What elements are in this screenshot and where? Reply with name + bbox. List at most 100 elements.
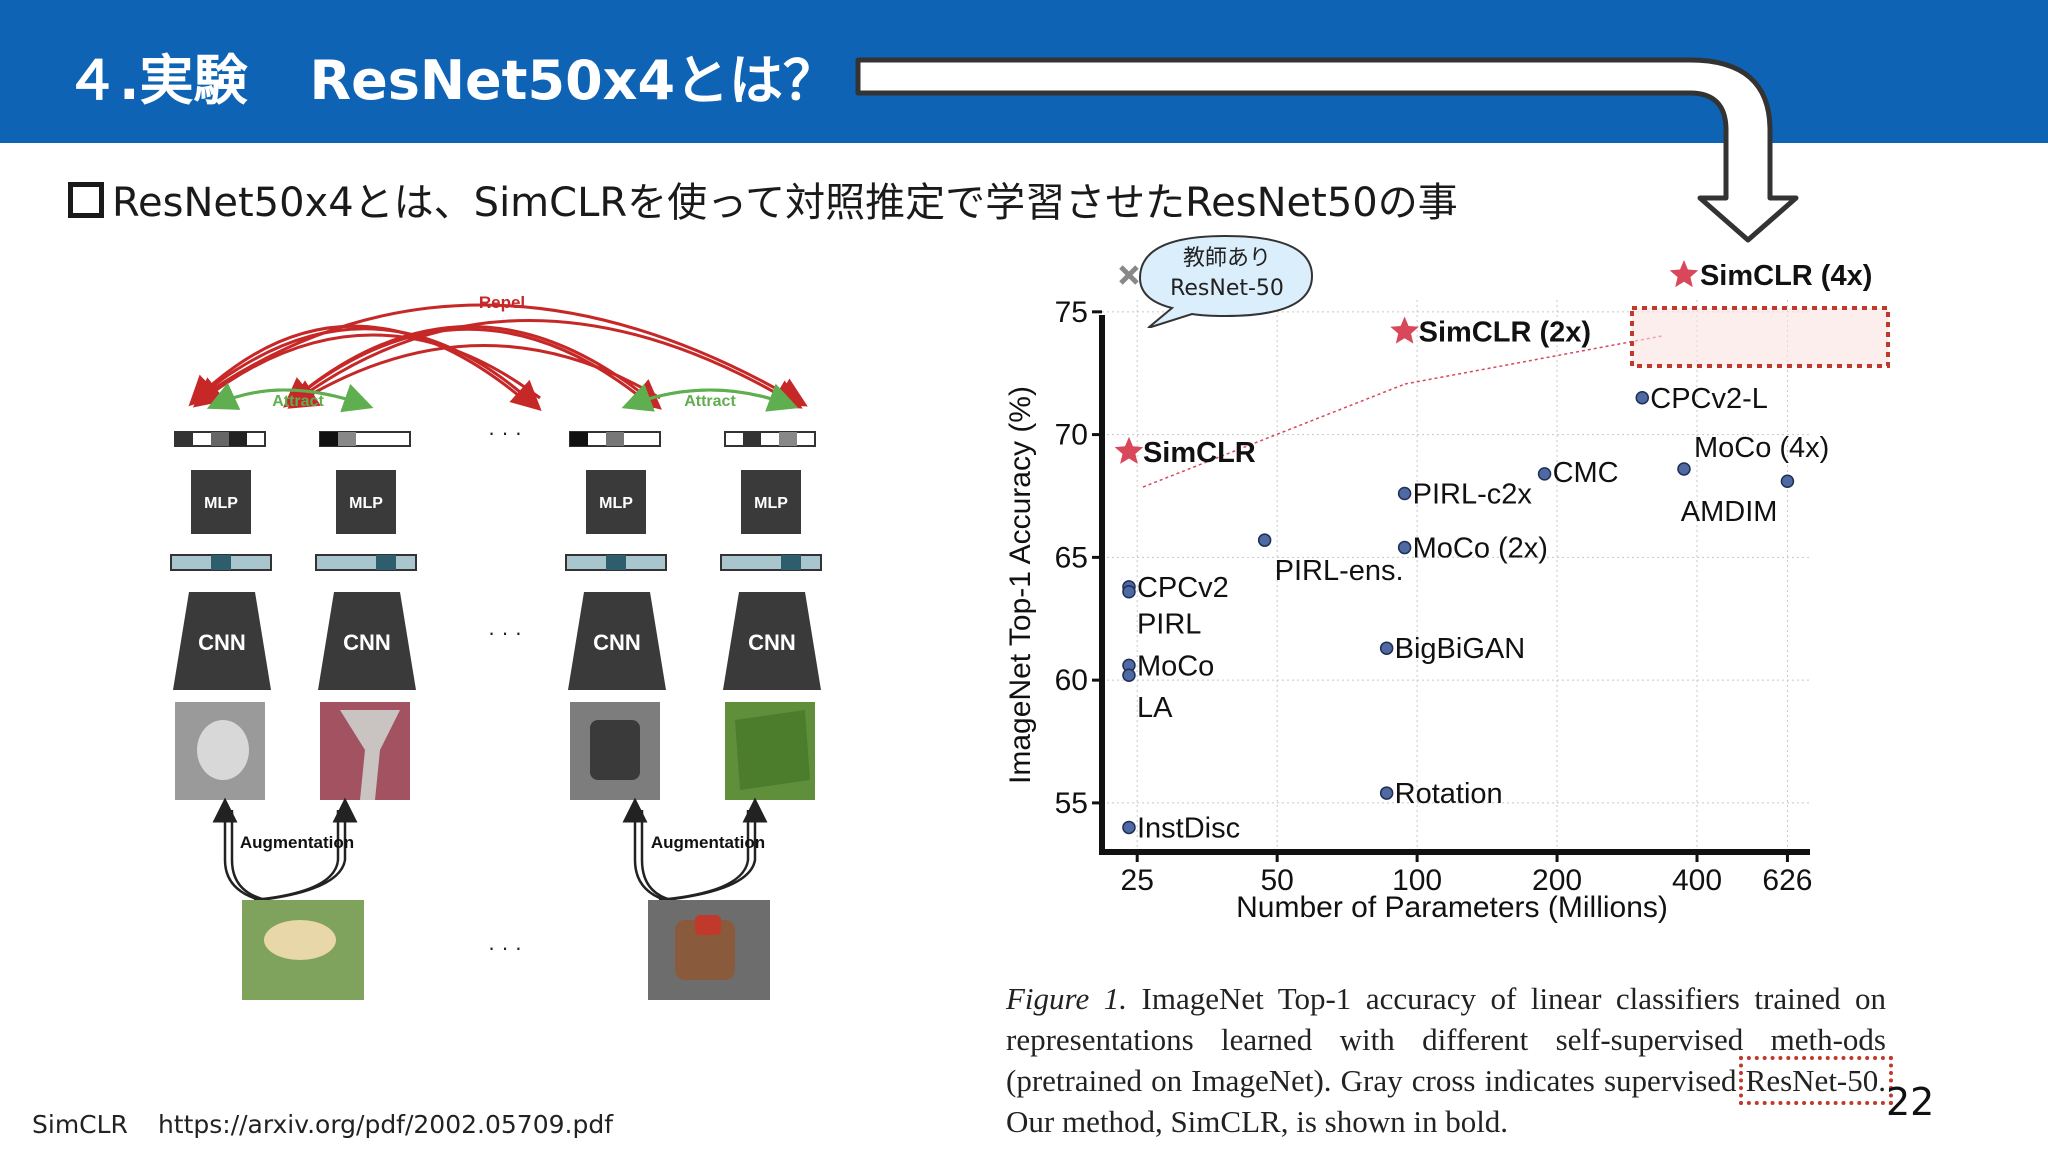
mlp-block	[336, 470, 396, 534]
source-url[interactable]: https://arxiv.org/pdf/2002.05709.pdf	[157, 1110, 613, 1139]
repel-arcs	[188, 303, 808, 412]
point-bigbigan-marker	[1379, 641, 1394, 655]
svg-text:MLP: MLP	[599, 495, 633, 512]
attract-label-left: Attract	[272, 393, 324, 410]
point-amdim-label: AMDIM	[1681, 496, 1778, 528]
x-tick-label: 50	[1260, 864, 1293, 897]
repel-label: Repel	[479, 293, 525, 312]
x-tick-label: 200	[1532, 864, 1582, 897]
point-cmc-label: CMC	[1553, 457, 1619, 489]
highlight-box-simclr-4x	[1630, 306, 1890, 368]
square-bullet-icon	[68, 182, 104, 218]
mlp-block	[741, 470, 801, 534]
callout-line-1: 教師あり	[1182, 246, 1271, 271]
section-number: ４.	[65, 49, 140, 112]
point-pirl-ens-label: PIRL-ens.	[1275, 555, 1404, 587]
svg-text:CNN: CNN	[343, 630, 391, 655]
point-pirl-c2x-marker	[1397, 486, 1412, 501]
branch-1: MLP CNN	[170, 431, 272, 800]
point-moco-4x-label: MoCo (4x)	[1694, 432, 1829, 464]
ellipsis-mid: · · ·	[488, 620, 522, 645]
point-simclr-4x-marker	[1669, 260, 1699, 288]
ellipsis-top: · · ·	[488, 420, 522, 445]
svg-text:MLP: MLP	[204, 495, 238, 512]
mlp-block	[191, 470, 251, 534]
point-bigbigan-label: BigBiGAN	[1395, 633, 1526, 665]
x-axis-label: Number of Parameters (Millions)	[1236, 891, 1668, 924]
branch-3: MLP CNN	[565, 431, 667, 800]
y-axis-label: ImageNet Top-1 Accuracy (%)	[1004, 386, 1037, 784]
svg-text:CNN: CNN	[748, 630, 796, 655]
branch-2: MLP CNN	[315, 431, 417, 800]
y-tick-label: 75	[1055, 296, 1088, 329]
point-pirl-ens-marker	[1257, 533, 1272, 547]
cnn-block	[568, 592, 666, 690]
svg-text:CNN: CNN	[593, 630, 641, 655]
mlp-block	[586, 470, 646, 534]
x-tick-label: 25	[1121, 864, 1154, 897]
point-cpcv2-label: CPCv2	[1137, 572, 1229, 604]
point-simclr-label: SimCLR	[1143, 437, 1256, 469]
augmentation-label-left: Augmentation	[240, 833, 354, 852]
y-tick-label: 65	[1055, 541, 1088, 574]
cnn-block	[318, 592, 416, 690]
point-la-label: LA	[1137, 692, 1173, 724]
simclr-trend-line	[1142, 383, 1406, 488]
point-moco-2x-marker	[1397, 540, 1412, 555]
topic-title: ResNet50x4とは？	[309, 49, 838, 112]
point-moco-4x-marker	[1677, 462, 1691, 476]
callout-text: 教師あり ResNet-50	[1142, 244, 1312, 304]
figure-caption: Figure 1. ImageNet Top-1 accuracy of lin…	[1006, 978, 1894, 1142]
point-pirl-label: PIRL	[1137, 609, 1201, 641]
pointer-arrow	[855, 57, 1799, 243]
point-la-marker	[1122, 668, 1136, 682]
point-pirl-marker	[1122, 584, 1136, 599]
slide-title: ４.実験 ResNet50x4とは？	[65, 36, 837, 115]
y-tick-label: 60	[1055, 664, 1088, 697]
figure-label: Figure 1.	[1006, 981, 1127, 1016]
point-moco-2x-label: MoCo (2x)	[1413, 533, 1548, 565]
y-tick-label: 70	[1055, 419, 1088, 452]
point-simclr-2x-label: SimCLR (2x)	[1419, 316, 1591, 348]
branch-4: MLP CNN	[720, 431, 822, 800]
point-rotation-label: Rotation	[1395, 778, 1503, 810]
simclr-diagram: Repel Attract Attract MLP CNN MLP CNN ML…	[170, 293, 822, 1000]
point-instdisc-marker	[1122, 820, 1136, 835]
cnn-block	[173, 592, 271, 690]
point-pirl-c2x-label: PIRL-c2x	[1413, 479, 1533, 511]
augmentation-label-right: Augmentation	[651, 833, 765, 852]
supervised-callout	[1138, 234, 1314, 328]
point-instdisc-label: InstDisc	[1137, 812, 1240, 844]
point-rotation-marker	[1379, 786, 1394, 800]
svg-text:MLP: MLP	[349, 495, 383, 512]
callout-line-2: ResNet-50	[1170, 276, 1284, 301]
y-tick-label: 55	[1055, 787, 1088, 820]
section-title: 実験	[139, 49, 248, 112]
cnn-block	[723, 592, 821, 690]
x-tick-label: 400	[1672, 864, 1722, 897]
point-cpcv2-l-label: CPCv2-L	[1650, 383, 1768, 415]
bullet-line: ResNet50x4とは、SimCLRを使って対照推定で学習させたResNet5…	[68, 170, 1458, 228]
svg-text:CNN: CNN	[198, 630, 246, 655]
source-citation: SimCLR https://arxiv.org/pdf/2002.05709.p…	[32, 1110, 613, 1139]
x-tick-label: 100	[1392, 864, 1442, 897]
svg-text:MLP: MLP	[754, 495, 788, 512]
caption-text-end: Our method, SimCLR, is shown in bold.	[1006, 1104, 1509, 1139]
ellipsis-bottom: · · ·	[488, 935, 522, 960]
bullet-text: ResNet50x4とは、SimCLRを使って対照推定で学習させたResNet5…	[112, 180, 1458, 226]
point-amdim-marker	[1780, 474, 1795, 488]
point-cpcv2-l-marker	[1635, 391, 1650, 405]
point-supervised-marker	[1119, 265, 1139, 285]
point-moco-label: MoCo	[1137, 650, 1214, 682]
x-tick-label: 626	[1762, 864, 1812, 897]
page-number: 22	[1886, 1080, 1935, 1124]
point-simclr-4x-label: SimCLR (4x)	[1700, 260, 1872, 292]
caption-text: ImageNet Top-1 accuracy of linear classi…	[1006, 981, 1886, 1098]
caption-highlight: ResNet-50.	[1738, 1056, 1894, 1105]
point-simclr-2x-marker	[1390, 316, 1419, 344]
point-simclr-marker	[1114, 436, 1144, 464]
source-name: SimCLR	[32, 1110, 128, 1139]
point-cmc-marker	[1537, 467, 1552, 481]
attract-label-right: Attract	[684, 393, 736, 410]
